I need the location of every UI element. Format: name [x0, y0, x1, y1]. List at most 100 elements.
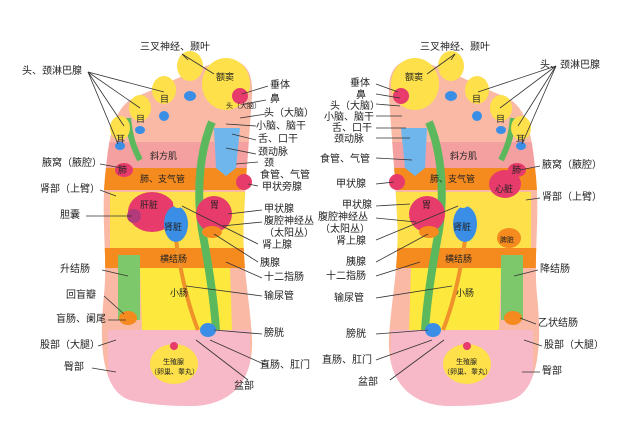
label-left-thyroid: 甲状腺 [264, 204, 294, 215]
label-right-carotid: 颈动脉 [334, 134, 364, 145]
left-zone-small-intestine: 小肠 [170, 288, 188, 299]
label-right-thyroid: 甲状腺 [336, 179, 366, 190]
label-left-appendix: 盲肠、阑尾 [56, 314, 106, 325]
right-neck-blue [401, 128, 427, 176]
left-appendix [119, 311, 137, 325]
left-stomach [196, 196, 232, 232]
right-pancreas [419, 226, 439, 238]
right-descending-colon [501, 255, 523, 320]
left-toe-5-blue [115, 142, 125, 150]
right-zone-trapezius: 斜方肌 [450, 150, 477, 162]
right-kidney [453, 206, 477, 242]
left-neck-blue [214, 128, 240, 176]
label-left-tongue: 舌、口干 [258, 134, 298, 145]
label-right-parathyroid: 甲状腺 [342, 200, 372, 211]
left-reproductive [150, 344, 198, 384]
right-sigmoid [504, 311, 522, 325]
left-toe-3-blue [159, 111, 169, 121]
right-zone-reproductive-2: （卵巢、睾丸） [443, 367, 492, 376]
label-left-ascending-colon: 升结肠 [60, 264, 90, 275]
left-lung-spot [115, 163, 133, 177]
label-right-nose: 鼻 [356, 90, 366, 101]
left-ureter-line [174, 239, 200, 331]
left-toe-5 [110, 116, 130, 140]
right-zone-ear: 耳 [516, 134, 525, 145]
right-zone-stomach: 胃 [422, 200, 431, 211]
right-reproductive-dot [463, 342, 471, 350]
label-right-cerebellum: 小脑、脑干 [324, 112, 374, 123]
label-left-thigh: 股部（大腿） [40, 340, 100, 351]
left-toe-2 [177, 51, 203, 81]
left-zone-reproductive-2: （卵巢、睾丸） [150, 367, 199, 376]
label-right-head-neck-lymph: 头、颈淋巴腺 [540, 60, 600, 71]
label-left-head-brain: 头（大脑） [264, 108, 314, 119]
left-zone-liver: 肝脏 [140, 199, 158, 211]
right-zone-reproductive-1: 生殖腺 [456, 357, 477, 366]
label-right-hip: 臀部 [542, 366, 562, 377]
left-zone-sinus: 额窦 [216, 71, 234, 83]
left-zone-head: 头（大脑） [226, 101, 261, 110]
right-zone-lung: 肺 [512, 165, 521, 176]
right-spleen [497, 228, 521, 248]
label-left-pelvis: 盆部 [234, 381, 254, 392]
label-left-duodenum: 十二指肠 [264, 272, 304, 283]
right-zone-transverse-colon: 横结肠 [445, 253, 472, 265]
label-right-adrenal: 肾上腺 [336, 236, 366, 247]
label-right-solar-plexus-2: （太阳丛） [320, 224, 370, 235]
left-toe-4-blue [135, 126, 145, 134]
right-zone-eye-1: 目 [472, 94, 481, 105]
label-right-rectum: 直肠、肛门 [322, 355, 372, 366]
label-right-solar-plexus-1: 腹腔神经丛 [318, 212, 368, 223]
label-left-pituitary: 垂体 [270, 80, 290, 91]
right-toe-4 [490, 95, 512, 121]
right-toe-3-blue [472, 111, 482, 121]
right-zone-heart: 心脏 [495, 183, 513, 195]
left-toe-pink-dot [232, 88, 248, 104]
left-lung-band [101, 168, 253, 190]
label-left-neck: 颈 [264, 158, 274, 169]
label-right-esophagus: 食管、气管 [320, 154, 370, 165]
left-toe-3 [152, 76, 176, 104]
right-zone-small-intestine: 小肠 [456, 288, 474, 299]
left-reproductive-dot [170, 342, 178, 350]
right-green-arc [421, 120, 446, 331]
right-toe-pink-dot [393, 88, 409, 104]
left-kidney [164, 206, 188, 242]
left-liver [128, 192, 176, 232]
left-zone-lung-bronchus: 肺、支气管 [140, 173, 185, 185]
label-right-trigeminal: 三叉神经、颞叶 [420, 42, 490, 53]
left-pancreas [202, 226, 222, 238]
label-left-ureter: 输尿管 [264, 291, 294, 302]
label-right-shoulder: 肾部（上臂） [542, 192, 602, 203]
label-left-hip: 臀部 [64, 362, 84, 373]
label-right-duodenum: 十二指肠 [326, 271, 366, 282]
left-thyroid-spot [236, 174, 252, 190]
right-toe-5-blue [516, 142, 526, 150]
label-left-bladder: 膀胱 [264, 328, 284, 339]
label-left-pancreas: 胰腺 [260, 258, 280, 269]
label-right-head-brain: 头（大脑） [330, 101, 380, 112]
label-right-thigh: 股部（大腿） [544, 340, 604, 351]
label-left-esophagus: 食管、气管 [260, 170, 310, 181]
left-green-arc [195, 120, 220, 331]
right-toe-2-blue [445, 91, 457, 101]
label-left-parathyroid: 甲状旁腺 [262, 182, 302, 193]
label-right-pancreas: 胰腺 [346, 257, 366, 268]
right-adrenal [458, 200, 468, 208]
left-gallbladder [127, 209, 141, 223]
label-left-gallbladder: 胆囊 [60, 210, 80, 221]
left-zone-stomach: 胃 [210, 200, 219, 211]
label-right-descending-colon: 降结肠 [540, 264, 570, 275]
left-zone-transverse-colon: 横结肠 [160, 253, 187, 265]
label-left-ileocecal: 回盲瓣 [66, 290, 96, 301]
label-right-bladder: 膀胱 [346, 329, 366, 340]
right-toe-4-blue [496, 126, 506, 134]
left-bladder [200, 323, 216, 337]
left-foot: 额窦 头（大脑） 目 目 耳 肺 斜方肌 肺、支气管 肝脏 胃 肾脏 横结肠 小… [101, 51, 261, 406]
right-zone-kidney: 肾脏 [453, 221, 471, 233]
left-zone-reproductive-1: 生殖腺 [163, 357, 184, 366]
right-zone-spleen: 脾脏 [500, 235, 514, 244]
right-reproductive [443, 344, 491, 384]
label-right-sigmoid-colon: 乙状结肠 [538, 318, 578, 329]
